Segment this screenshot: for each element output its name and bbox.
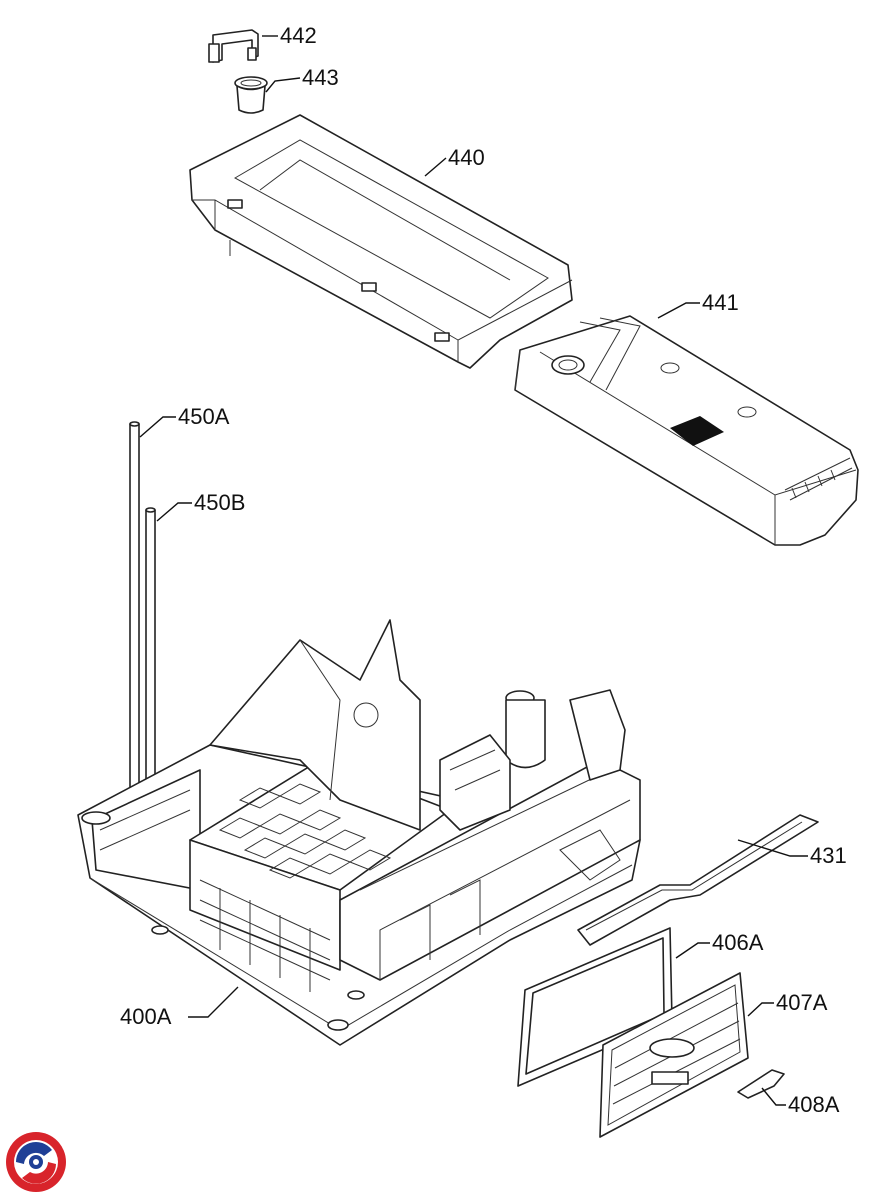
callout-442: 442 <box>280 23 317 48</box>
part-440-cover <box>189 114 573 369</box>
part-441-vent-grid <box>784 457 853 501</box>
part-400a-pump <box>439 690 546 831</box>
part-443-cup <box>234 76 268 114</box>
part-400a-base <box>77 619 641 1046</box>
callout-406a: 406A <box>712 930 764 955</box>
part-450a-rod <box>129 421 140 797</box>
part-441-label-plate <box>670 416 724 446</box>
callout-440: 440 <box>448 145 485 170</box>
part-407a-door <box>599 972 749 1138</box>
leader-lines <box>139 35 808 1106</box>
part-400a-honeycomb <box>218 783 392 879</box>
callout-400a: 400A <box>120 1004 172 1029</box>
part-431-gasket <box>577 814 819 946</box>
callout-450b: 450B <box>194 490 245 515</box>
callout-labels: 442 443 440 441 450A 450B 431 406A 407A … <box>120 23 847 1117</box>
callout-441: 441 <box>702 290 739 315</box>
callout-431: 431 <box>810 843 847 868</box>
callout-450a: 450A <box>178 404 230 429</box>
part-441-tank <box>514 315 859 546</box>
brand-logo <box>6 1132 66 1192</box>
part-442-bracket <box>208 29 259 63</box>
callout-443: 443 <box>302 65 339 90</box>
part-450b-rod <box>145 507 156 797</box>
callout-408a: 408A <box>788 1092 840 1117</box>
callout-407a: 407A <box>776 990 828 1015</box>
part-408a-latch <box>737 1069 785 1099</box>
